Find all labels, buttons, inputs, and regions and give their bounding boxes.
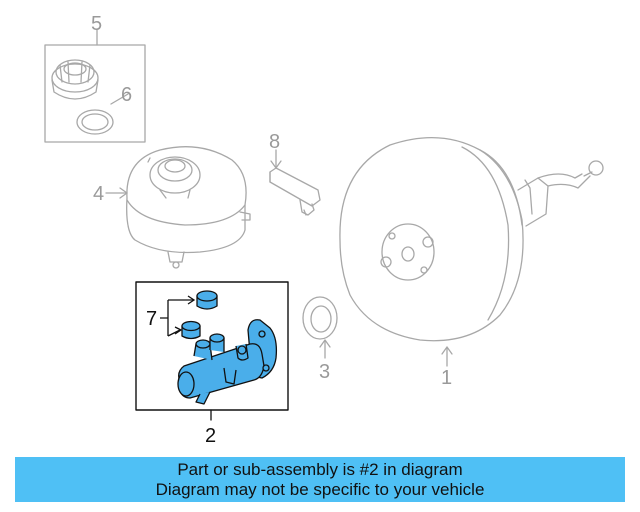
- banner-line-1: Part or sub-assembly is #2 in diagram: [177, 460, 463, 479]
- part-7-leaders: [160, 295, 196, 337]
- part-7-grommets[interactable]: [181, 290, 218, 340]
- callout-3: 3: [319, 361, 330, 383]
- banner-line-2: Diagram may not be specific to your vehi…: [155, 480, 485, 499]
- callout-7: 7: [146, 308, 157, 330]
- master-cylinder-part-2[interactable]: [177, 319, 278, 405]
- seal-ring-part-6: [76, 109, 114, 135]
- part-2-inset-box: [135, 281, 289, 411]
- callout-6: 6: [121, 84, 132, 106]
- leader-6: [110, 93, 129, 105]
- callout-4: 4: [93, 183, 104, 205]
- sensor-part-8[interactable]: [269, 167, 321, 216]
- seal-part-3[interactable]: [302, 296, 338, 340]
- reservoir-part-4[interactable]: [126, 146, 251, 269]
- brake-booster-part-1[interactable]: [339, 136, 604, 342]
- callout-8: 8: [269, 131, 280, 153]
- reservoir-cap-part-5: [51, 59, 99, 100]
- callout-2: 2: [205, 425, 216, 447]
- part-5-6-inset[interactable]: [44, 44, 146, 143]
- callout-1: 1: [441, 367, 452, 389]
- callout-5: 5: [91, 13, 102, 35]
- info-banner: Part or sub-assembly is #2 in diagram Di…: [15, 457, 625, 502]
